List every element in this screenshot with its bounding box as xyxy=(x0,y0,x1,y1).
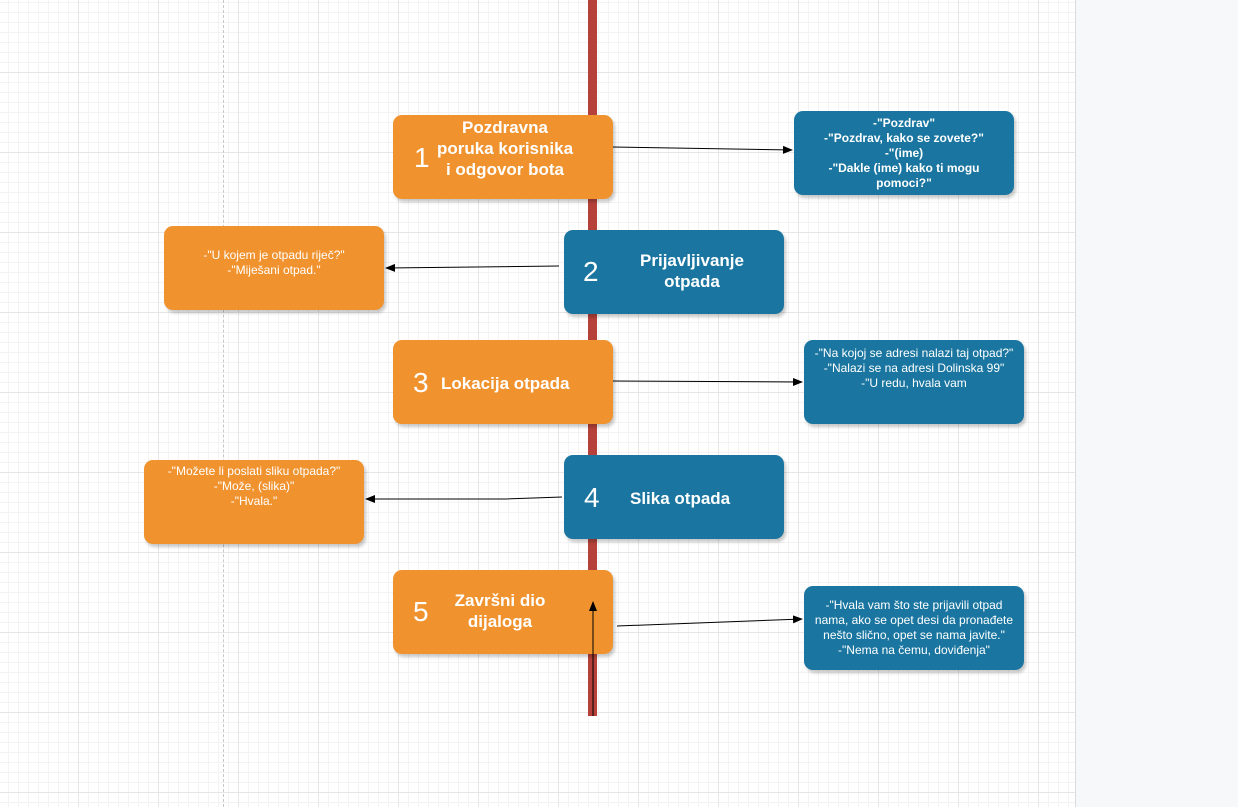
note-1-text: -"Pozdrav" -"Pozdrav, kako se zovete?" -… xyxy=(824,115,984,190)
step-5-box[interactable]: 5 Završni dio dijaloga xyxy=(393,570,613,654)
step-5-title: Završni dio dijaloga xyxy=(454,591,546,631)
format-panel xyxy=(1075,0,1238,807)
step-3-title: Lokacija otpada xyxy=(441,374,570,393)
step-1-title: Pozdravna poruka korisnika i odgovor bot… xyxy=(436,118,574,179)
arrow-step3-to-note3[interactable] xyxy=(612,377,803,386)
step-2-number: 2 xyxy=(583,256,599,287)
step-1-box[interactable]: 1 Pozdravna poruka korisnika i odgovor b… xyxy=(393,115,613,199)
page-guide-line xyxy=(223,0,224,807)
step-1-number: 1 xyxy=(414,142,430,173)
step-4-box[interactable]: 4 Slika otpada xyxy=(564,455,784,539)
note-5-box[interactable]: -"Hvala vam što ste prijavili otpad nama… xyxy=(804,586,1024,670)
note-2-box[interactable]: -"U kojem je otpadu riječ?" -"Miješani o… xyxy=(164,226,384,310)
note-3-text: -"Na kojoj se adresi nalazi taj otpad?" … xyxy=(814,346,1014,390)
note-5-text: -"Hvala vam što ste prijavili otpad nama… xyxy=(814,598,1014,657)
step-4-title: Slika otpada xyxy=(630,489,731,508)
note-4-text: -"Možete li poslati sliku otpada?" -"Mož… xyxy=(167,464,341,508)
arrow-step5-to-note5[interactable] xyxy=(616,615,803,627)
arrow-step2-to-note2[interactable] xyxy=(385,263,560,272)
note-4-box[interactable]: -"Možete li poslati sliku otpada?" -"Mož… xyxy=(144,460,364,544)
arrow-step4-to-note4[interactable] xyxy=(365,495,563,503)
note-2-text: -"U kojem je otpadu riječ?" -"Miješani o… xyxy=(203,248,345,277)
step-3-number: 3 xyxy=(413,367,429,398)
step-4-number: 4 xyxy=(584,482,600,513)
note-1-box[interactable]: -"Pozdrav" -"Pozdrav, kako se zovete?" -… xyxy=(794,111,1014,195)
step-3-box[interactable]: 3 Lokacija otpada xyxy=(393,340,613,424)
arrow-step1-to-note1[interactable] xyxy=(612,145,793,154)
note-3-box[interactable]: -"Na kojoj se adresi nalazi taj otpad?" … xyxy=(804,340,1024,424)
step-2-title: Prijavljivanje otpada xyxy=(640,251,744,291)
step-2-box[interactable]: 2 Prijavljivanje otpada xyxy=(564,230,784,314)
step-5-number: 5 xyxy=(413,596,429,627)
